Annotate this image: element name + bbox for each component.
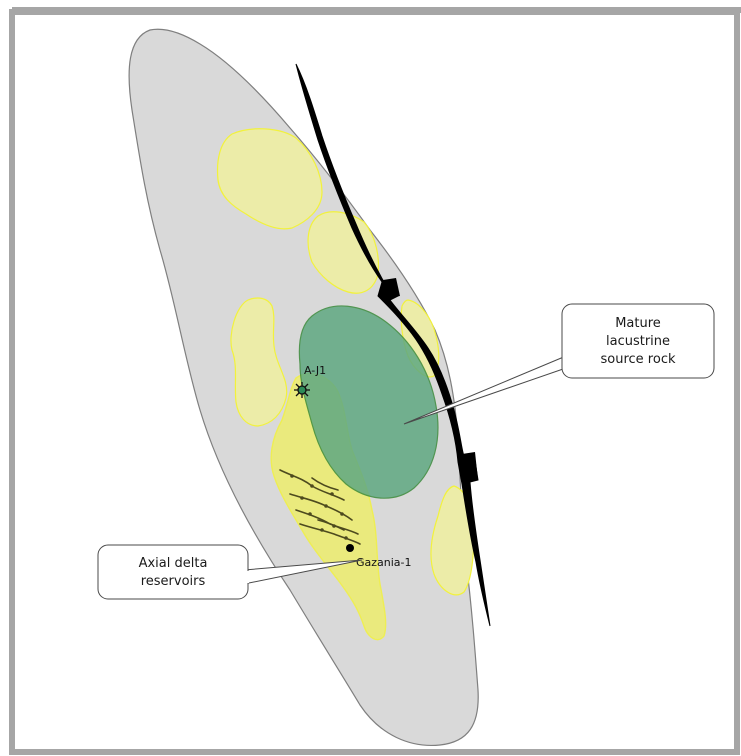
callout-source-rock: Mature lacustrine source rock [403, 303, 715, 425]
channel-dot [332, 524, 336, 528]
source-rock-area [298, 305, 439, 499]
callout-source-rock-line2: lacustrine [606, 334, 670, 349]
callout-box [97, 544, 249, 600]
channel-dot [308, 512, 312, 516]
well-gazania-dot [346, 544, 354, 552]
callout-source-rock-line3: source rock [601, 352, 676, 367]
channel-dot [340, 512, 344, 516]
boundary-fault [295, 63, 491, 627]
callout-reservoirs-line2: reservoirs [141, 574, 206, 589]
channel-dots [290, 474, 348, 540]
fault-segment [462, 452, 478, 482]
channel-dot [300, 496, 304, 500]
reservoir-patch-west [230, 297, 288, 427]
fault-segment [383, 278, 400, 298]
reservoir-patch-mid-east [307, 211, 380, 294]
well-aj1-dot [297, 385, 307, 395]
well-aj1-symbol [294, 382, 310, 398]
channel-line [299, 523, 361, 545]
channel-dot [290, 474, 294, 478]
channel-dot [310, 484, 314, 488]
channel-dot [330, 492, 334, 496]
callout-source-rock-line1: Mature [615, 316, 661, 331]
channel-dot [320, 528, 324, 532]
reservoir-patch-north [216, 128, 323, 230]
callout-joint [563, 354, 569, 370]
callout-reservoirs: Axial delta reservoirs [97, 544, 363, 600]
channel-dot [324, 504, 328, 508]
channel-line [317, 519, 345, 531]
callout-reservoirs-line1: Axial delta [139, 556, 208, 571]
channel-line [311, 477, 339, 491]
callout-joint [243, 571, 249, 583]
well-gazania-label: Gazania-1 [356, 556, 412, 569]
callout-box [561, 303, 715, 379]
channel-dot [344, 536, 348, 540]
well-aj1-label: A-J1 [304, 364, 326, 377]
